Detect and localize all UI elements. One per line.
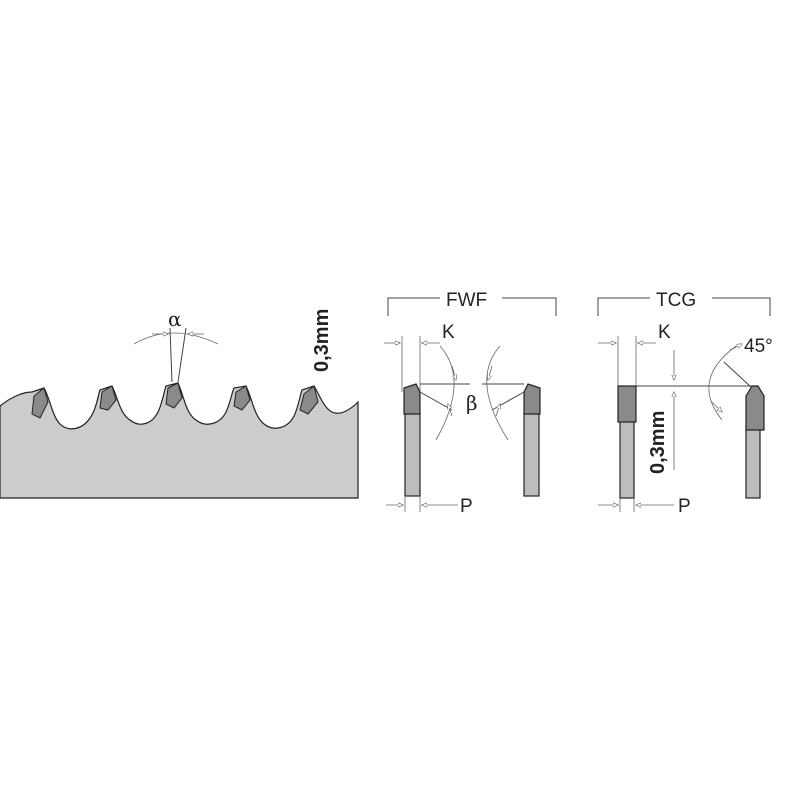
tooth-3 bbox=[165, 382, 183, 409]
tcg-p-label: P bbox=[678, 496, 691, 517]
tcg-left-tooth bbox=[617, 385, 637, 423]
blade-profile: α 0,3mm bbox=[0, 307, 359, 499]
fwf-diagram: FWF K β P bbox=[384, 290, 557, 517]
fwf-p-label: P bbox=[460, 496, 473, 517]
tooth-4 bbox=[233, 385, 251, 411]
tcg-k-label: K bbox=[658, 322, 671, 343]
tcg-left-shaft bbox=[619, 417, 635, 499]
alpha-label: α bbox=[168, 307, 182, 331]
tooth-2 bbox=[99, 385, 117, 411]
tcg-angle-label: 45° bbox=[744, 336, 773, 357]
fwf-right-tooth bbox=[523, 383, 541, 415]
fwf-left-shaft bbox=[404, 411, 421, 497]
fwf-k-label: K bbox=[442, 322, 455, 343]
tcg-title: TCG bbox=[656, 290, 696, 311]
tcg-diagram: TCG K 0,3mm 45° P bbox=[597, 290, 773, 517]
tooth-5 bbox=[299, 385, 319, 415]
fwf-right-shaft bbox=[523, 411, 540, 497]
blade-body bbox=[0, 382, 359, 499]
fwf-left-tooth bbox=[403, 383, 421, 415]
tcg-right-shaft bbox=[745, 425, 761, 499]
tcg-right-tooth bbox=[745, 385, 765, 431]
fwf-beta-label: β bbox=[466, 391, 478, 415]
blade-thickness-label: 0,3mm bbox=[311, 309, 333, 372]
tooth-1 bbox=[31, 387, 49, 419]
tcg-height-label: 0,3mm bbox=[647, 411, 669, 474]
fwf-title: FWF bbox=[446, 290, 487, 311]
